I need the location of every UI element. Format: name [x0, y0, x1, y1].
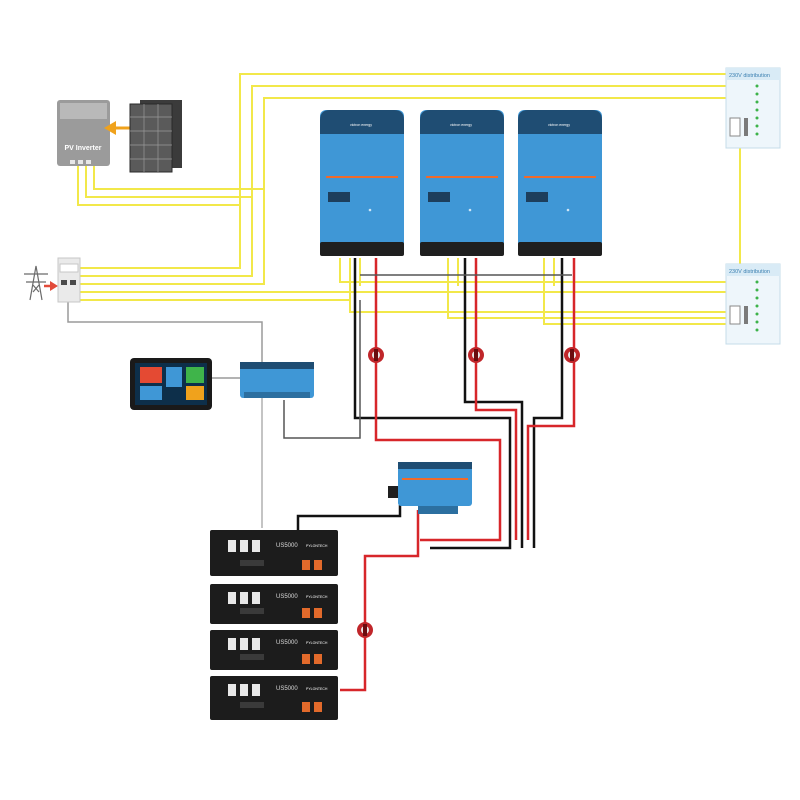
svg-text:victron energy: victron energy	[350, 123, 372, 127]
battery-switch-icon	[368, 347, 384, 363]
distribution-panel-upper: 230V distribution	[725, 67, 781, 149]
solar-panel-icon	[129, 100, 182, 173]
battery-module: US5000 PYLONTECH	[210, 530, 338, 576]
distribution-panel-label: 230V distribution	[729, 73, 770, 79]
dc-distributor	[388, 462, 472, 514]
distribution-panel-label: 230V distribution	[729, 269, 770, 275]
svg-text:victron energy: victron energy	[548, 123, 570, 127]
multiplus-inverter: victron energy	[320, 110, 404, 256]
multiplus-inverter: victron energy	[420, 110, 504, 256]
battery-switch-icon	[564, 347, 580, 363]
battery-brand: PYLONTECH	[306, 544, 328, 548]
battery-model: US5000	[276, 594, 298, 600]
grid-arrow-icon	[44, 281, 58, 291]
battery-model: US5000	[276, 640, 298, 646]
distribution-panel-lower: 230V distribution	[725, 263, 781, 345]
comm-cables	[67, 274, 572, 528]
ac-wiring	[77, 73, 741, 325]
battery-module: US5000 PYLONTECH	[210, 676, 338, 720]
battery-model: US5000	[276, 686, 298, 692]
multiplus-inverter: victron energy	[518, 110, 602, 256]
battery-brand: PYLONTECH	[306, 641, 328, 645]
battery-brand: PYLONTECH	[306, 595, 328, 599]
grid-tower-icon	[24, 265, 48, 301]
gx-touch-display	[130, 358, 212, 410]
battery-switch-icon	[468, 347, 484, 363]
pv-inverter: PV Inverter	[57, 100, 110, 166]
dc-wiring	[296, 258, 576, 692]
battery-switch-icon	[357, 622, 373, 638]
grid-meter	[57, 257, 81, 303]
pv-inverter-label: PV Inverter	[65, 145, 102, 152]
battery-brand: PYLONTECH	[306, 687, 328, 691]
svg-text:victron energy: victron energy	[450, 123, 472, 127]
battery-module: US5000 PYLONTECH	[210, 584, 338, 624]
cerbo-gx	[240, 362, 314, 398]
battery-module: US5000 PYLONTECH	[210, 630, 338, 670]
battery-model: US5000	[276, 543, 298, 549]
